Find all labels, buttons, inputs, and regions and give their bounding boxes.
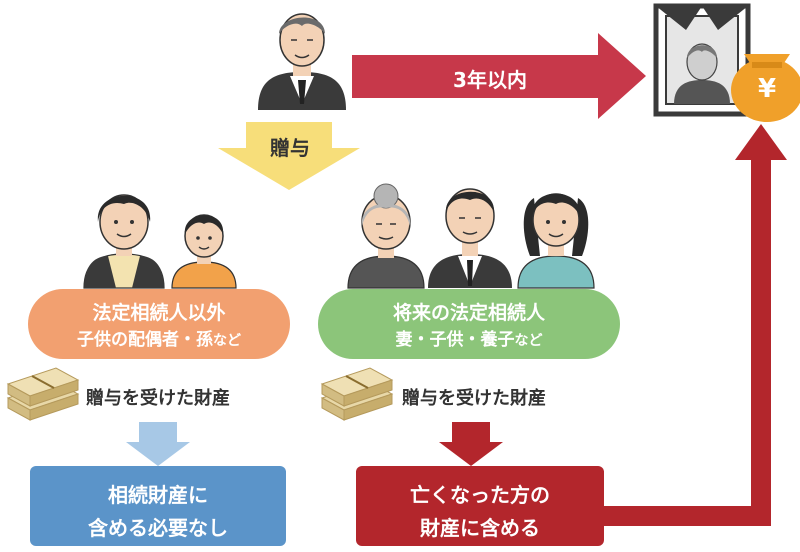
grandchild-icon xyxy=(171,214,237,289)
spouse-of-child-icon xyxy=(83,194,165,289)
non-legal-heirs-detail-main: 子供の配偶者・孫 xyxy=(77,330,213,350)
wife-icon xyxy=(347,183,425,289)
included-line1: 亡くなった方の xyxy=(410,483,550,507)
non-legal-heirs-detail: 子供の配偶者・孫など xyxy=(77,330,241,350)
within-3-years-label: 3年以内 xyxy=(453,68,527,92)
within-3-years-arrow xyxy=(352,33,646,119)
return-arrow xyxy=(604,124,787,526)
non-legal-heirs-title: 法定相続人以外 xyxy=(92,302,226,324)
right-down-arrow xyxy=(439,422,503,466)
left-gifted-property-label: 贈与を受けた財産 xyxy=(86,388,230,409)
non-legal-heirs-pill: 法定相続人以外 子供の配偶者・孫など xyxy=(28,289,290,359)
gift-label: 贈与 xyxy=(270,136,310,160)
future-legal-heirs-detail: 妻・子供・養子など xyxy=(396,330,543,350)
daughter-icon xyxy=(517,193,595,289)
included-line2: 財産に含める xyxy=(420,516,540,540)
not-included-box: 相続財産に 含める必要なし xyxy=(30,466,286,546)
included-in-estate-box: 亡くなった方の 財産に含める xyxy=(356,466,604,546)
money-bag-icon xyxy=(731,54,800,122)
son-icon xyxy=(428,188,512,288)
future-legal-heirs-detail-main: 妻・子供・養子 xyxy=(395,330,515,350)
money-bundle-icon xyxy=(6,367,80,421)
gift-arrow xyxy=(218,122,360,190)
right-gifted-property-label: 贈与を受けた財産 xyxy=(402,388,546,409)
grandfather-icon xyxy=(258,13,346,110)
future-legal-heirs-title: 将来の法定相続人 xyxy=(392,302,545,324)
left-down-arrow xyxy=(126,422,190,466)
future-legal-heirs-pill: 将来の法定相続人 妻・子供・養子など xyxy=(318,289,620,359)
not-included-line1: 相続財産に xyxy=(108,483,208,507)
money-bundle-icon xyxy=(320,367,394,421)
money-bag-yen: ¥ xyxy=(757,74,777,104)
future-legal-heirs-detail-suffix: など xyxy=(514,333,543,349)
memorial-portrait-icon xyxy=(653,3,751,117)
non-legal-heirs-detail-suffix: など xyxy=(213,333,241,349)
not-included-line2: 含める必要なし xyxy=(88,516,228,540)
